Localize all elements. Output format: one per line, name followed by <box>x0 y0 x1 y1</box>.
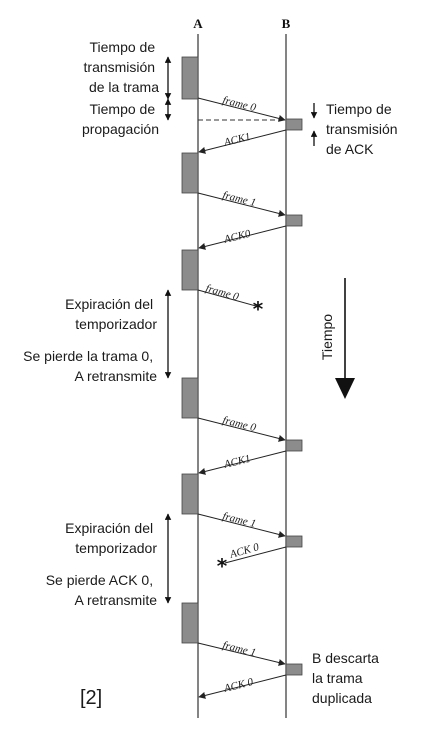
msg-ack0-label: ACK0 <box>222 228 252 247</box>
a-block-frame1-b <box>181 473 199 515</box>
msg-ack0-b-arrow <box>198 674 287 699</box>
msg-ack1-b-arrow <box>198 450 287 475</box>
label-lost-frame: Se pierde la trama 0, A retransmite <box>23 348 157 384</box>
b-block-ack0-lost <box>285 535 303 548</box>
msg-ack1-b-label: ACK1 <box>222 453 252 471</box>
b-ack-blocks <box>285 118 303 676</box>
msg-frame1-arrow <box>197 192 286 217</box>
label-lost-ack: Se pierde ACK 0, A retransmite <box>46 572 158 608</box>
msg-frame1-b-label: frame 1 <box>221 510 257 530</box>
msg-frame1-b-arrow <box>197 513 286 538</box>
msg-frame0-lost-line <box>197 289 257 307</box>
label-trans-ack: Tiempo de transmisión de ACK <box>326 101 401 157</box>
loss-asterisk-ack: * <box>217 554 228 578</box>
station-a-label: A <box>193 16 203 31</box>
a-transmission-blocks <box>181 56 199 644</box>
label-discard: B descarta la trama duplicada <box>312 650 383 706</box>
b-block-ack0 <box>285 214 303 227</box>
msg-ack1-arrow <box>198 129 287 154</box>
label-propagacion: Tiempo de propagación <box>82 101 159 137</box>
label-trans-trama: Tiempo de transmisión de la trama <box>84 39 160 95</box>
msg-frame1-retx-arrow <box>197 642 286 666</box>
msg-frame0-arrow <box>197 97 286 122</box>
label-timeout1: Expiración del temporizador <box>65 296 157 332</box>
msg-frame1-retx-label: frame 1 <box>221 639 257 659</box>
msg-frame0-lost-label: frame 0 <box>204 282 240 303</box>
msg-frame0-retx-arrow <box>197 417 286 442</box>
b-block-ack0-b <box>285 663 303 676</box>
label-timeout2: Expiración del temporizador <box>65 520 157 556</box>
a-block-frame0 <box>181 56 199 100</box>
msg-ack1-label: ACK1 <box>222 131 252 149</box>
message-arrows: frame 0 ACK1 frame 1 ACK0 frame 0 * fram… <box>197 94 287 699</box>
station-b-label: B <box>282 16 291 31</box>
a-block-frame0-retx <box>181 377 199 419</box>
msg-frame1-label: frame 1 <box>221 189 257 209</box>
msg-ack0-arrow <box>198 225 287 250</box>
reference-marker: [2] <box>80 687 102 709</box>
time-axis-arrowhead <box>335 378 355 399</box>
time-axis: Tiempo <box>319 278 355 399</box>
a-block-frame1 <box>181 152 199 194</box>
a-block-frame0-lost <box>181 249 199 291</box>
msg-ack0-lost-line <box>224 546 287 564</box>
a-block-frame1-retx <box>181 602 199 644</box>
msg-frame0-label: frame 0 <box>221 94 257 114</box>
msg-frame0-retx-label: frame 0 <box>221 414 257 434</box>
b-block-ack1-b <box>285 439 303 452</box>
time-axis-label: Tiempo <box>319 314 335 360</box>
loss-asterisk-frame: * <box>253 297 264 321</box>
b-block-ack1 <box>285 118 303 131</box>
msg-ack0-b-label: ACK 0 <box>222 676 255 695</box>
